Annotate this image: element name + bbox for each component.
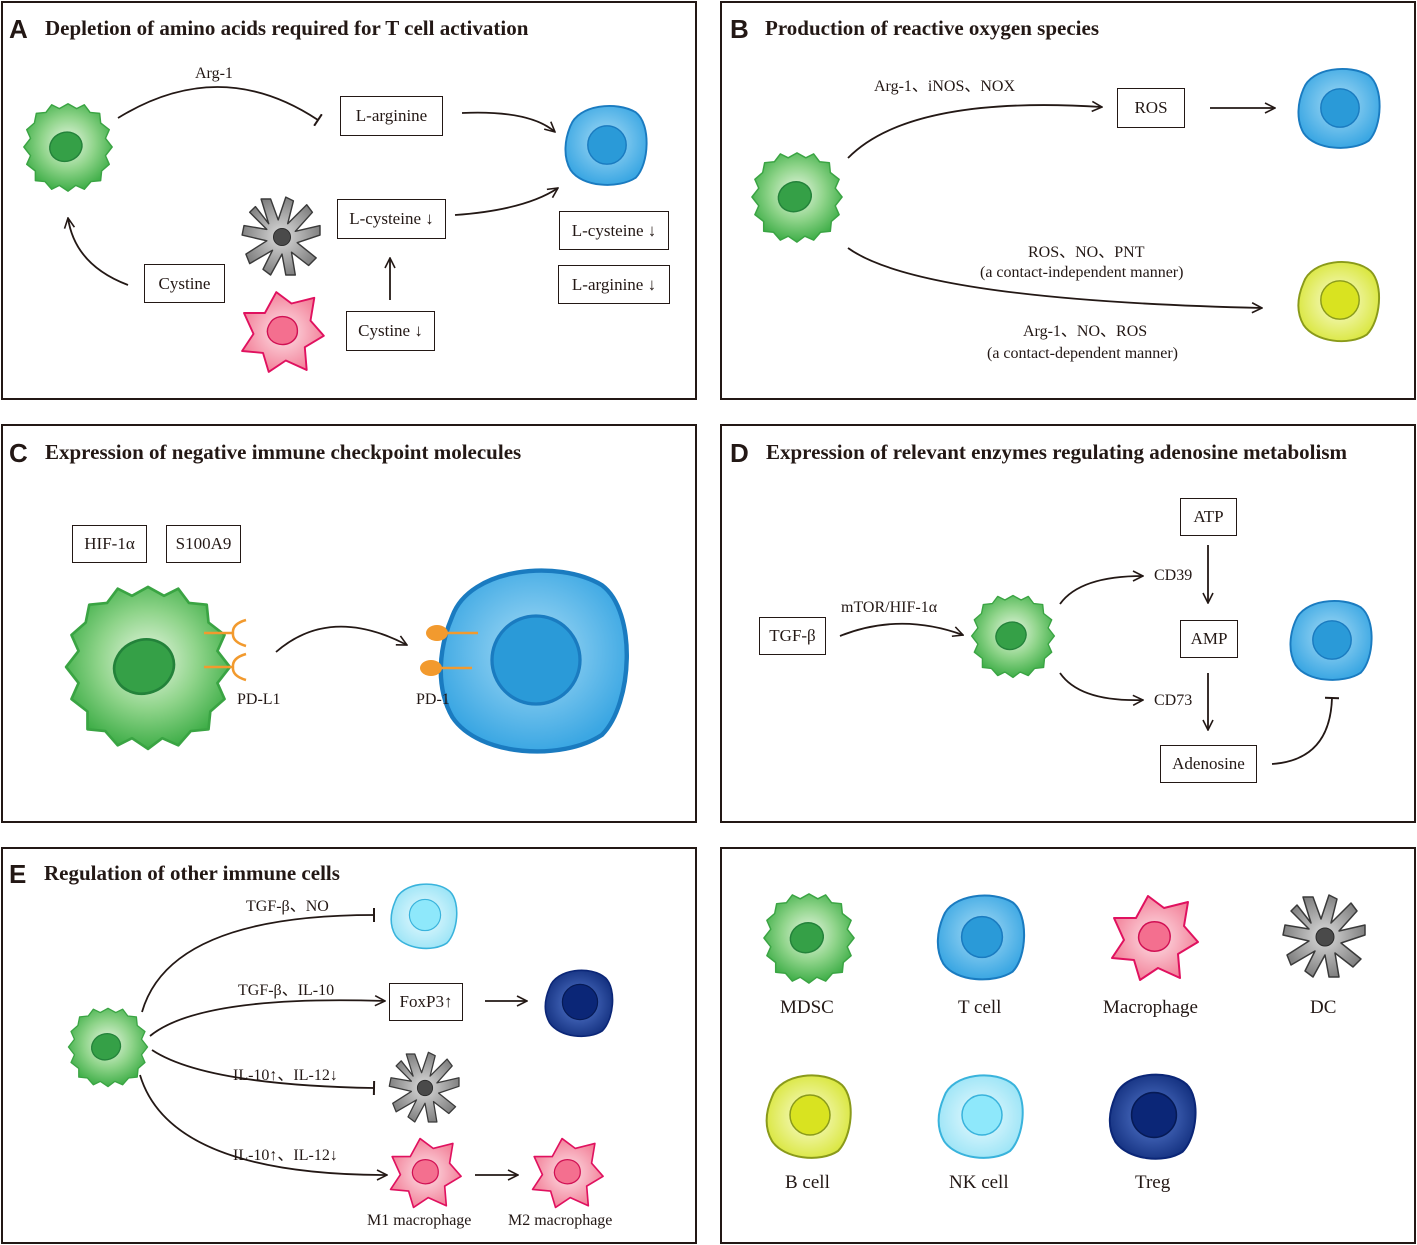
route2-label: TGF-β、IL-10 — [238, 982, 335, 999]
tcell-cysteine-box: L-cysteine ↓ — [559, 211, 669, 250]
s100a9-box: S100A9 — [166, 525, 241, 563]
panel-c — [1, 424, 697, 823]
panel-d — [720, 424, 1416, 823]
tgfb-to-mdsc-arrow — [839, 622, 963, 636]
pdl1-receptors — [204, 618, 247, 682]
arginine-to-tcell-arrow — [461, 111, 555, 132]
legend-tcell: T cell — [958, 997, 1002, 1018]
m1-macrophage-label: M1 macrophage — [367, 1212, 472, 1229]
arg1-inhibit-arrow — [117, 86, 323, 127]
cysteine-to-tcell-arrow — [454, 188, 558, 216]
route4-label: IL-10↑、IL-12↓ — [233, 1147, 338, 1164]
foxp3-box: FoxP3↑ — [389, 983, 463, 1021]
panel-b — [720, 1, 1416, 400]
l-arginine-box: L-arginine — [340, 96, 443, 136]
mdsc-to-cd39-arrow — [1059, 576, 1143, 605]
cystine-down-box: Cystine ↓ — [346, 311, 435, 351]
panel-a-letter: A — [9, 14, 28, 44]
pdl1-to-pd1-arrow — [275, 625, 407, 653]
ros-enzymes-label: Arg-1、iNOS、NOX — [874, 78, 1016, 95]
contact-dependent-line1: Arg-1、NO、ROS — [1023, 323, 1148, 340]
mdsc-to-cd73-arrow — [1059, 672, 1143, 700]
panel-a-title: Depletion of amino acids required for T … — [45, 16, 529, 40]
panel-c-title: Expression of negative immune checkpoint… — [45, 440, 522, 464]
panel-d-letter: D — [730, 438, 749, 468]
legend-treg: Treg — [1135, 1172, 1171, 1193]
tcell-arginine-box: L-arginine ↓ — [558, 265, 670, 304]
hif1a-box: HIF-1α — [72, 525, 147, 563]
panel-e — [1, 847, 697, 1244]
legend-bcell: B cell — [785, 1172, 830, 1193]
cystine-to-mdsc-arrow — [68, 218, 129, 286]
l-cysteine-box: L-cysteine ↓ — [337, 199, 446, 239]
panel-e-title: Regulation of other immune cells — [44, 861, 340, 885]
mdsc-to-foxp3-arrow — [149, 1000, 385, 1037]
mtor-hif-label: mTOR/HIF-1α — [841, 599, 938, 616]
legend-nkcell: NK cell — [949, 1172, 1009, 1193]
legend-mdsc: MDSC — [780, 997, 834, 1018]
atp-box: ATP — [1180, 498, 1237, 536]
tgfb-box: TGF-β — [759, 617, 826, 655]
amp-box: AMP — [1180, 620, 1238, 658]
pd1-receptors — [420, 625, 478, 676]
route3-label: IL-10↑、IL-12↓ — [233, 1067, 338, 1084]
mdsc-to-bcell-arrow — [847, 247, 1262, 308]
cd39-label: CD39 — [1154, 567, 1193, 584]
mdsc-to-nk-inhibit — [141, 907, 376, 1013]
m2-macrophage-label: M2 macrophage — [508, 1212, 613, 1229]
ros-box: ROS — [1117, 88, 1185, 128]
adenosine-inhibit-arrow — [1271, 696, 1340, 765]
mdsc-to-dc-inhibit — [151, 1049, 376, 1096]
mdsc-to-m1-arrow — [139, 1074, 387, 1175]
contact-independent-line2: (a contact-independent manner) — [980, 264, 1184, 281]
panel-b-title: Production of reactive oxygen species — [765, 16, 1100, 40]
cystine-box: Cystine — [144, 264, 225, 303]
mdsc-to-ros-arrow — [847, 105, 1102, 159]
panel-c-letter: C — [9, 438, 28, 468]
panel-d-title: Expression of relevant enzymes regulatin… — [766, 440, 1347, 464]
panel-a — [1, 1, 697, 400]
route1-label: TGF-β、NO — [246, 898, 329, 915]
pdl1-label: PD-L1 — [237, 691, 281, 708]
pd1-label: PD-1 — [416, 691, 450, 708]
adenosine-box: Adenosine — [1160, 745, 1257, 783]
contact-dependent-line2: (a contact-dependent manner) — [987, 345, 1179, 362]
cd73-label: CD73 — [1154, 692, 1193, 709]
legend-macrophage: Macrophage — [1103, 997, 1198, 1018]
contact-independent-line1: ROS、NO、PNT — [1028, 244, 1145, 261]
legend-dc: DC — [1310, 997, 1337, 1018]
legend-panel — [720, 847, 1416, 1244]
arg1-label: Arg-1 — [195, 65, 233, 82]
panel-b-letter: B — [730, 14, 749, 44]
panel-e-letter: E — [9, 859, 27, 889]
